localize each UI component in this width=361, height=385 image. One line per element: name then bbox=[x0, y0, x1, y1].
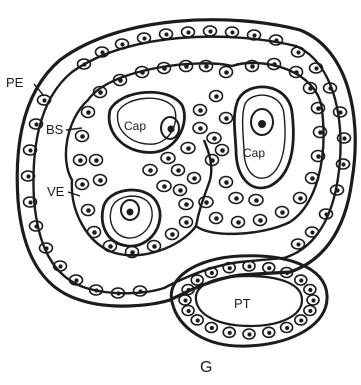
mesangial-cell bbox=[143, 165, 157, 176]
podocyte-cell bbox=[294, 193, 307, 204]
tubule-cell bbox=[243, 329, 255, 339]
tubule-cell bbox=[263, 263, 275, 273]
podocyte-cell bbox=[200, 61, 213, 72]
podocyte-cell bbox=[174, 185, 187, 196]
parietal-cell bbox=[292, 239, 305, 249]
label-bs: BS bbox=[46, 123, 63, 136]
podocyte-cell bbox=[210, 91, 223, 102]
mesangial-cell bbox=[157, 181, 171, 192]
mesangial-cell bbox=[161, 153, 175, 164]
label-ve: VE bbox=[47, 185, 64, 198]
label-cap-left: Cap bbox=[124, 120, 146, 132]
tubule-cell bbox=[263, 327, 275, 337]
podocyte-cell bbox=[76, 179, 89, 190]
mesangial-cell bbox=[249, 195, 263, 206]
podocyte-cell bbox=[306, 173, 319, 184]
bs-pointer bbox=[66, 128, 82, 130]
podocyte-cell bbox=[172, 165, 185, 176]
parietal-cell bbox=[334, 107, 347, 117]
tubule-cell bbox=[307, 295, 319, 305]
podocyte-cell bbox=[194, 105, 207, 116]
capillary-left bbox=[109, 92, 184, 152]
capillary-bottom bbox=[102, 190, 160, 246]
podocyte-cell bbox=[90, 155, 103, 166]
mesangial-cells bbox=[143, 123, 263, 210]
podocyte-cell bbox=[276, 207, 289, 218]
ve-pointer bbox=[68, 192, 80, 196]
tubule-cell bbox=[295, 315, 307, 325]
podocyte-cell bbox=[148, 241, 161, 252]
label-cap-right: Cap bbox=[243, 147, 265, 159]
podocyte-cell bbox=[88, 227, 101, 238]
parietal-cell bbox=[292, 47, 305, 57]
mesangial-cell bbox=[229, 193, 243, 204]
mesangial-cell bbox=[179, 199, 193, 210]
capillary-right bbox=[234, 87, 293, 188]
tubule-cell bbox=[191, 275, 203, 285]
tubule-cell bbox=[182, 306, 194, 316]
podocyte-cell bbox=[220, 67, 233, 78]
tubule-cell bbox=[191, 315, 203, 325]
bowmans-capsule bbox=[17, 20, 355, 306]
figure-caption-g: G bbox=[200, 360, 212, 376]
tubule-cell bbox=[205, 323, 217, 333]
tubule-cell bbox=[179, 295, 191, 305]
mesangial-cell bbox=[193, 123, 207, 134]
tubule-cell bbox=[304, 306, 316, 316]
podocyte-cell bbox=[180, 61, 193, 72]
podocyte-cell bbox=[232, 217, 245, 228]
podocyte-cell bbox=[94, 175, 107, 186]
podocyte-cell bbox=[166, 229, 179, 240]
tubule-cell bbox=[281, 323, 293, 333]
parietal-cell bbox=[226, 27, 239, 37]
podocyte-cell bbox=[82, 107, 95, 118]
mesangial-cell bbox=[181, 143, 195, 154]
podocyte-cell bbox=[188, 173, 201, 184]
podocyte-cell bbox=[76, 131, 89, 142]
parietal-cell bbox=[78, 59, 91, 69]
podocyte-cell bbox=[104, 241, 117, 252]
podocyte-cell bbox=[180, 217, 193, 228]
tubule-cell bbox=[243, 261, 255, 271]
podocyte-cell bbox=[254, 215, 267, 226]
label-pt: PT bbox=[234, 297, 251, 310]
podocyte-cell bbox=[210, 213, 223, 224]
parietal-cell bbox=[160, 29, 173, 39]
parietal-cell bbox=[204, 26, 217, 36]
tubule-cell bbox=[223, 327, 235, 337]
podocyte-cell bbox=[220, 113, 233, 124]
podocyte-cell bbox=[216, 145, 229, 156]
parietal-cell bbox=[182, 27, 195, 37]
podocyte-cell bbox=[74, 155, 87, 166]
podocyte-cell bbox=[82, 205, 95, 216]
parietal-cell bbox=[138, 33, 151, 43]
label-pointers bbox=[34, 84, 82, 196]
parietal-cell bbox=[337, 159, 350, 169]
label-pe: PE bbox=[6, 76, 23, 89]
mesangial-cell bbox=[207, 133, 221, 144]
tubule-cell bbox=[295, 275, 307, 285]
capsule-outer-wall bbox=[17, 20, 355, 306]
tubule-cell bbox=[304, 284, 316, 294]
podocyte-cell bbox=[220, 177, 233, 188]
parietal-cell bbox=[306, 227, 319, 237]
